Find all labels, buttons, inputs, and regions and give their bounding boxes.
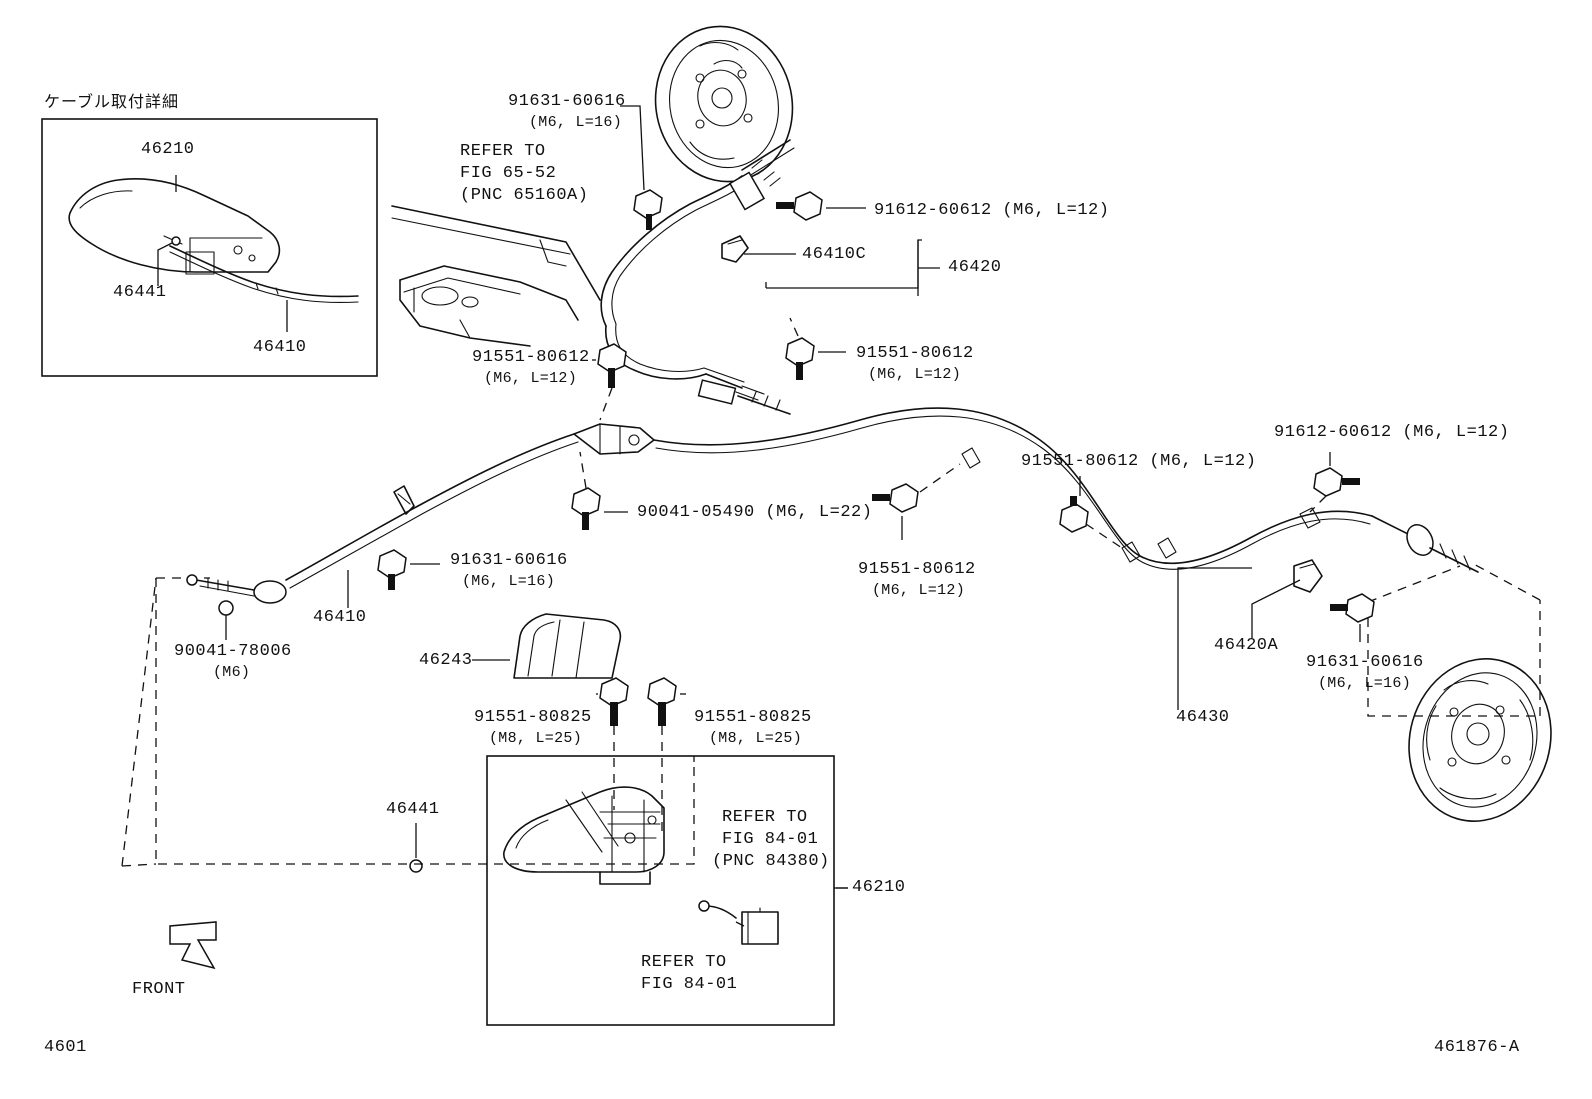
bolt-90041-05490 (571, 451, 628, 530)
callout-90041-78006-spec: (M6) (213, 664, 251, 681)
front-arrow-icon (169, 921, 217, 970)
bolt-91551-80825-left (596, 677, 629, 810)
callout-91551-80612-mid-spec: (M6, L=12) (868, 366, 962, 383)
callout-91551-80612-left-part: 91551-80612 (472, 348, 590, 367)
callout-90041-05490: 90041-05490 (M6, L=22) (637, 503, 873, 522)
inset-label-46410: 46410 (253, 338, 307, 357)
frame-crossmember (391, 205, 601, 347)
inset-refer-line3: (PNC 84380) (712, 852, 830, 871)
callout-46420: 46420 (948, 258, 1002, 277)
inset-label-46441: 46441 (113, 283, 167, 302)
cable-46420 (600, 139, 795, 415)
part-46243-cover (472, 613, 622, 679)
callout-91551-80612-lower-spec: (M6, L=12) (872, 582, 966, 599)
callout-91551-80825-left-spec: (M8, L=25) (489, 730, 583, 747)
figure-code-right: 461876-A (1434, 1038, 1520, 1057)
inset-refer-line1: REFER TO (722, 808, 808, 827)
callout-91551-80825-left-part: 91551-80825 (474, 708, 592, 727)
figure-code-left: 4601 (44, 1038, 87, 1057)
rear-brake-backing-plate-right (1408, 658, 1552, 822)
callout-91631-60616-left-spec: (M6, L=16) (462, 573, 556, 590)
refer-top-line2: FIG 65-52 (460, 164, 557, 183)
callout-91551-80612-mid-part: 91551-80612 (856, 344, 974, 363)
bolt-91551-80612-left (592, 343, 627, 421)
callout-91631-60616-right-spec: (M6, L=16) (1318, 675, 1412, 692)
refer-top-line3: (PNC 65160A) (460, 186, 589, 205)
callout-91551-80612-left-spec: (M6, L=12) (484, 370, 578, 387)
bolt-91631-60616-top (620, 105, 663, 230)
callout-91551-80825-right-part: 91551-80825 (694, 708, 812, 727)
inset-refer2-line1: REFER TO (641, 953, 727, 972)
inset-refer2-line2: FIG 84-01 (641, 975, 738, 994)
callout-46410-left: 46410 (313, 608, 367, 627)
callout-90041-78006-part: 90041-78006 (174, 642, 292, 661)
callout-91631-60616-top-spec: (M6, L=16) (529, 114, 623, 131)
dashed-region-right (1367, 602, 1540, 717)
bolt-91551-80825-right (647, 677, 686, 836)
bolt-91612-60612-right (1309, 452, 1360, 513)
callout-46430: 46430 (1176, 708, 1230, 727)
callout-46410C: 46410C (802, 245, 867, 264)
callout-91612-60612-top: 91612-60612 (M6, L=12) (874, 201, 1110, 220)
inset-refer-line2: FIG 84-01 (722, 830, 819, 849)
inset-box-lever-assembly (486, 755, 835, 1026)
inset-lever-assembly-drawing (409, 786, 848, 945)
bolt-91612-60612-top (776, 191, 866, 221)
rear-brake-backing-plate-top (654, 25, 794, 183)
bolt-91631-60616-right (1330, 593, 1375, 642)
leader-lines (218, 239, 1301, 889)
callout-91551-80825-right-spec: (M8, L=25) (709, 730, 803, 747)
callout-91551-80612-right: 91551-80612 (M6, L=12) (1021, 452, 1257, 471)
callout-91551-80612-lower-part: 91551-80612 (858, 560, 976, 579)
callout-91612-60612-right: 91612-60612 (M6, L=12) (1274, 423, 1510, 442)
inset-bottom-label-46210: 46210 (852, 878, 906, 897)
bolt-91631-60616-left (377, 549, 440, 590)
inset-label-46210: 46210 (141, 140, 195, 159)
inset-bottom-label-46441: 46441 (386, 800, 440, 819)
bolt-91551-80612-mid (785, 317, 846, 380)
callout-46243: 46243 (419, 651, 473, 670)
callout-46420A: 46420A (1214, 636, 1279, 655)
refer-top-line1: REFER TO (460, 142, 546, 161)
bolt-91551-80612-lower (872, 463, 961, 540)
front-label: FRONT (132, 980, 186, 999)
callout-91631-60616-top-part: 91631-60616 (508, 92, 626, 111)
inset-title-jp: ケーブル取付詳細 (44, 92, 180, 111)
inset-lever-drawing (68, 175, 359, 332)
callout-91631-60616-right-part: 91631-60616 (1306, 653, 1424, 672)
bolt-91551-80612-right (1059, 476, 1123, 549)
inset-box-cable-detail (41, 118, 378, 377)
callout-91631-60616-left-part: 91631-60616 (450, 551, 568, 570)
main-cable-run (186, 407, 1479, 604)
